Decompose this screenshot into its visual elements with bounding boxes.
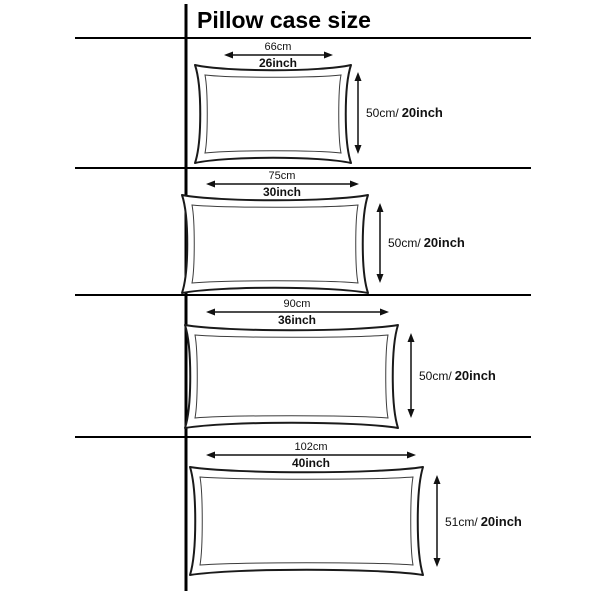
pillow-seam — [204, 74, 342, 154]
height-cm-label: 50cm/ — [366, 106, 399, 120]
height-cm-label: 50cm/ — [419, 369, 452, 383]
height-inch-label: 20inch — [481, 514, 522, 529]
height-inch-label: 20inch — [424, 235, 465, 250]
size-section-1: 66cm 26inch 50cm/20inch — [194, 41, 443, 164]
width-inch-label: 36inch — [278, 313, 316, 327]
width-arrow — [206, 180, 359, 188]
size-section-4: 102cm 40inch 51cm/20inch — [189, 441, 522, 576]
height-label: 50cm/20inch — [366, 105, 443, 120]
height-label: 51cm/20inch — [445, 514, 522, 529]
pillow-illustration — [189, 466, 424, 576]
width-arrow — [224, 51, 333, 59]
pillow-seam — [194, 334, 389, 419]
width-inch-label: 40inch — [292, 456, 330, 470]
height-inch-label: 20inch — [402, 105, 443, 120]
height-cm-label: 51cm/ — [445, 515, 478, 529]
width-cm-label: 75cm — [269, 170, 296, 182]
width-arrow — [206, 308, 389, 316]
height-arrow — [407, 333, 415, 418]
pillow-illustration — [194, 64, 352, 164]
pillow-illustration — [184, 324, 399, 429]
pillow-seam — [191, 204, 359, 284]
width-cm-label: 102cm — [294, 441, 327, 453]
height-cm-label: 50cm/ — [388, 236, 421, 250]
height-label: 50cm/20inch — [388, 235, 465, 250]
width-inch-label: 30inch — [263, 185, 301, 199]
height-label: 50cm/20inch — [419, 368, 496, 383]
page-title: Pillow case size — [197, 7, 371, 33]
height-arrow — [433, 475, 441, 567]
width-cm-label: 66cm — [265, 41, 292, 53]
size-section-3: 90cm 36inch 50cm/20inch — [184, 298, 496, 429]
height-arrow — [376, 203, 384, 283]
width-inch-label: 26inch — [259, 56, 297, 70]
size-section-2: 75cm 30inch 50cm/20inch — [181, 170, 465, 294]
height-arrow — [354, 72, 362, 154]
width-cm-label: 90cm — [284, 298, 311, 310]
width-arrow — [206, 451, 416, 459]
pillow-seam — [199, 476, 414, 566]
height-inch-label: 20inch — [455, 368, 496, 383]
pillow-illustration — [181, 194, 369, 294]
